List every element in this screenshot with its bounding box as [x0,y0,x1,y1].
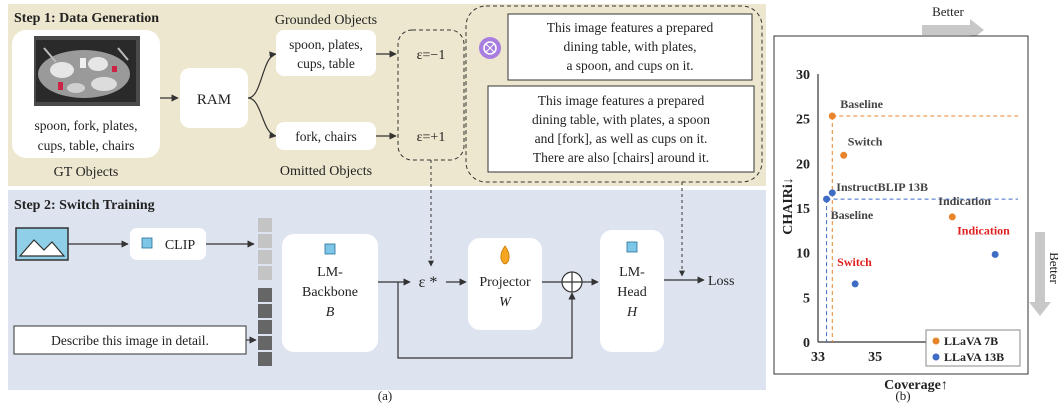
flame-icon [500,245,510,265]
description-top-line-1: This image features a prepared [547,20,714,35]
omitted-objects-box [276,122,376,150]
text-tokens [258,288,272,366]
x-tick-label: 35 [868,350,882,365]
dining-table-photo [34,36,140,106]
gt-objects-line-1: spoon, fork, plates, [34,118,137,133]
data-point [851,280,859,288]
data-label: Baseline [831,208,874,222]
legend-box [925,329,1021,367]
data-label: Switch [837,255,872,269]
backbone-line-3: B [326,305,335,320]
data-point [991,250,999,258]
frozen-cube-icon [141,237,153,249]
data-point [823,195,831,203]
x-tick-label: 33 [811,350,825,365]
epsilon-positive: ε=+1 [417,130,446,145]
sum-icon [561,271,583,293]
head-line-3: H [626,305,638,320]
data-label: InstructBLIP 13B [836,180,928,194]
description-bottom-line-2: dining table, with plates, a spoon [532,112,710,127]
y-tick-label: 15 [796,202,810,217]
y-tick-label: 10 [796,247,810,262]
ram-label: RAM [197,92,231,108]
y-tick-label: 0 [803,336,810,351]
grounded-objects-box [276,30,376,76]
grounded-line-2: cups, table [297,56,355,71]
loss-label: Loss [708,274,734,289]
legend-label-13b: LLaVA 13B [944,350,1004,364]
epsilon-star: ε * [419,274,438,291]
visual-tokens [258,218,272,280]
lm-head-box [600,230,664,352]
grounded-objects-title: Grounded Objects [275,13,377,28]
y-axis-label: CHAIRi↓ [781,177,796,235]
description-top-box [507,13,753,81]
ram-box [180,68,248,128]
step1-title: Step 1: Data Generation [14,11,159,26]
panel-a-caption: (a) [378,388,392,403]
grounded-line-1: spoon, plates, [289,37,363,52]
projector-box [468,238,542,330]
clip-label: CLIP [165,238,196,253]
lm-backbone-box [282,234,378,352]
panel-b-caption: (b) [895,388,910,403]
y-tick-label: 30 [796,68,810,83]
chart-frame [773,35,1029,375]
omitted-objects-title: Omitted Objects [280,164,372,179]
image-icon [15,227,69,261]
head-line-2: Head [617,285,647,300]
backbone-line-2: Backbone [302,285,358,300]
better-right-label: Better [1047,252,1058,284]
panel-b: Better Better 05101520253033353739Baseli… [773,4,1058,403]
head-frozen-icon [626,241,638,253]
backbone-frozen-icon [324,243,336,255]
y-tick-label: 5 [803,291,810,306]
description-bottom-line-1: This image features a prepared [538,93,705,108]
epsilon-group-box [397,29,465,161]
panel-a: Step 1: Data Generation spoon, fork, pla… [8,4,766,403]
description-bottom-box [487,85,755,173]
description-bottom-line-3: and [fork], as well as cups on it. [535,131,708,146]
scatter-chart: 05101520253033353739BaselineSwitchIndica… [796,68,1018,365]
backbone-line-1: LM- [317,265,343,280]
data-point [828,189,836,197]
gt-objects-caption: GT Objects [54,165,119,180]
prompt-text: Describe this image in detail. [51,333,209,348]
description-top-line-3: a spoon, and cups on it. [566,58,693,73]
omitted-line-1: fork, chairs [295,129,356,144]
description-bottom-line-4: There are also [chairs] around it. [533,150,709,165]
description-top-line-2: dining table, with plates, [563,39,696,54]
projector-line-1: Projector [479,275,531,290]
y-tick-label: 25 [796,113,810,128]
y-tick-label: 20 [796,157,810,172]
data-point [948,213,956,221]
data-label: Indication [957,223,1010,237]
openai-icon [479,37,501,59]
projector-line-2: W [499,295,512,310]
description-group-box [465,5,763,183]
better-down-arrow-icon [1029,232,1051,316]
better-top-label: Better [932,4,964,19]
step2-title: Step 2: Switch Training [14,198,155,213]
head-line-1: LM- [619,265,645,280]
clip-box [130,228,206,260]
legend-label-7b: LLaVA 7B [944,334,998,348]
x-axis-label: Coverage↑ [884,378,948,393]
epsilon-negative: ε=−1 [417,48,446,63]
legend-marker-13b [932,353,940,361]
data-label: Baseline [840,97,883,111]
data-label: Switch [848,134,883,148]
gt-objects-line-2: cups, table, chairs [38,138,135,153]
data-label: Indication [938,194,991,208]
data-point [828,112,836,120]
data-point [840,151,848,159]
legend-marker-7b [932,337,940,345]
